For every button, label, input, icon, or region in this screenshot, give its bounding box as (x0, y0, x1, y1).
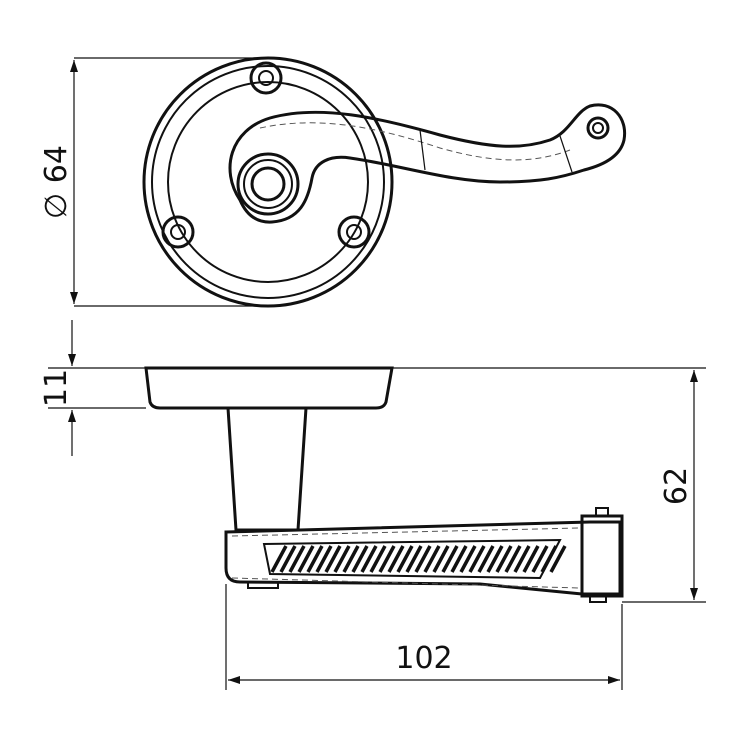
diameter-value: 64 (39, 145, 74, 183)
spindle-boss-ring (243, 159, 293, 209)
rose-outer-circle (142, 56, 394, 308)
spindle-boss-inner (250, 166, 286, 202)
groove-line (315, 545, 333, 573)
height-label: 62 (659, 467, 694, 505)
groove-line (270, 545, 288, 573)
groove-line (306, 545, 324, 573)
groove-line (396, 545, 414, 573)
length-label: 102 (395, 641, 452, 676)
side-view: 11 62 102 (39, 320, 706, 690)
rose-rim-circle (151, 65, 385, 299)
groove-line (351, 545, 369, 573)
groove-line (423, 545, 441, 573)
groove-line (297, 545, 315, 573)
lever-neck (226, 407, 308, 532)
lever-end-block (580, 514, 624, 598)
lever-body-side (224, 520, 622, 596)
groove-line (522, 545, 540, 573)
groove-line (540, 545, 558, 573)
groove-line (333, 545, 351, 573)
groove-line (414, 545, 432, 573)
groove-panel (262, 538, 562, 580)
top-view: ∅ 64 (39, 56, 627, 308)
lever-tip-hole-inner (592, 122, 604, 134)
rose-inner-circle (167, 81, 369, 283)
groove-line (486, 545, 504, 573)
screw-hole-right (337, 215, 371, 249)
groove-line (468, 545, 486, 573)
groove-line (513, 545, 531, 573)
lever-outline-top (228, 103, 627, 224)
groove-hatching (270, 545, 567, 573)
groove-line (360, 545, 378, 573)
groove-line (477, 545, 495, 573)
groove-line (405, 545, 423, 573)
diameter-label: ∅ 64 (39, 145, 74, 219)
groove-line (387, 545, 405, 573)
thickness-label: 11 (39, 369, 74, 407)
groove-line (450, 545, 468, 573)
groove-line (531, 545, 549, 573)
screw-hole-left (161, 215, 195, 249)
groove-line (369, 545, 387, 573)
groove-line (549, 545, 567, 573)
screw-hole-top (249, 61, 283, 95)
lever-inner-line-top (259, 122, 571, 161)
groove-line (279, 545, 297, 573)
groove-line (504, 545, 522, 573)
groove-line (378, 545, 396, 573)
groove-line (324, 545, 342, 573)
groove-line (342, 545, 360, 573)
groove-line (495, 545, 513, 573)
groove-line (288, 545, 306, 573)
rose-plate-side (144, 366, 394, 410)
spindle-boss-outer (236, 152, 300, 216)
groove-line (459, 545, 477, 573)
groove-line (432, 545, 450, 573)
diameter-symbol: ∅ (39, 193, 74, 219)
groove-line (441, 545, 459, 573)
lever-tip-hole-outer (586, 116, 610, 140)
